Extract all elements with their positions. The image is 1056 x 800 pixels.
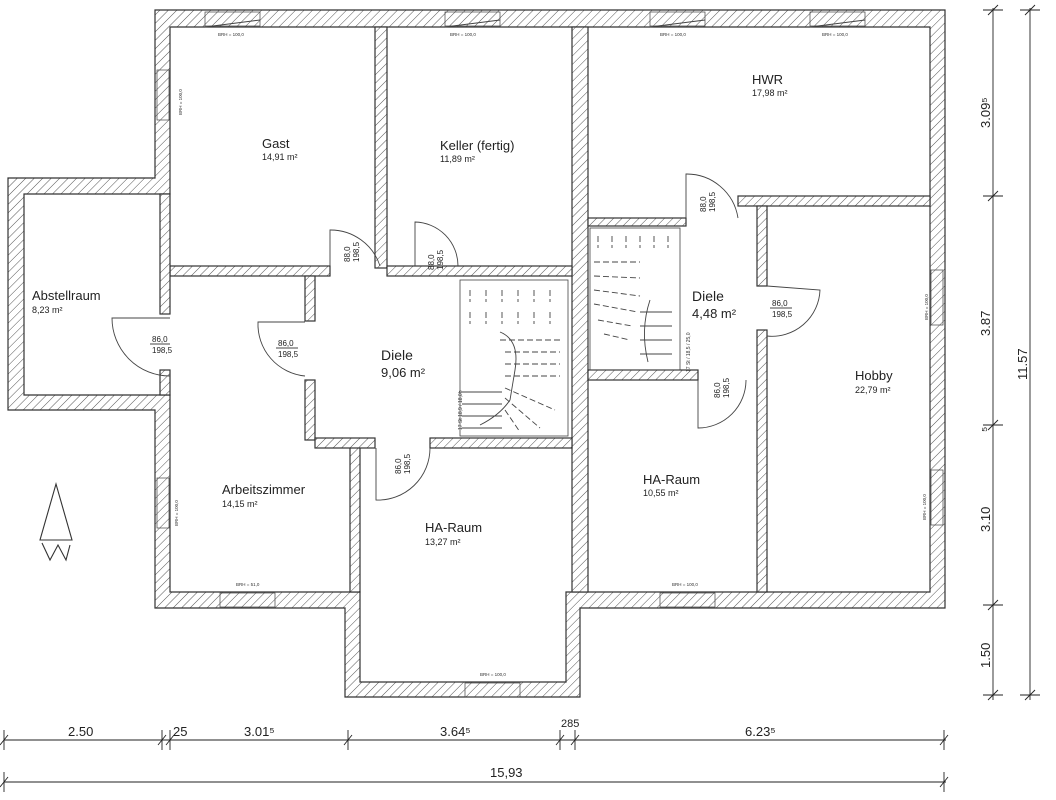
- svg-text:86,0: 86,0: [394, 458, 403, 474]
- room-area-hwr: 17,98 m²: [752, 88, 788, 98]
- window-label-hwr-top1: BRH = 100,0: [660, 32, 686, 37]
- room-name-diele-left: Diele: [381, 347, 413, 363]
- window-label-ha-right: BRH = 100,0: [672, 582, 698, 587]
- svg-text:86,0: 86,0: [713, 382, 722, 398]
- room-name-diele-right: Diele: [692, 288, 724, 304]
- svg-text:198,5: 198,5: [436, 249, 445, 270]
- svg-text:88,0: 88,0: [343, 246, 352, 262]
- dim-label-3-01: 3.01⁵: [244, 724, 275, 739]
- dim-label-2-50: 2.50: [68, 724, 93, 739]
- room-area-ha-raum-right: 10,55 m²: [643, 488, 679, 498]
- room-labels: Gast 14,91 m² Keller (fertig) 11,89 m² H…: [32, 72, 893, 547]
- room-name-gast: Gast: [262, 136, 290, 151]
- room-area-arbeitszimmer: 14,15 m²: [222, 499, 258, 509]
- dim-label-total-height: 11.57: [1015, 348, 1030, 380]
- door-label-diele-west: 86,0 198,5: [276, 339, 299, 359]
- room-name-hobby: Hobby: [855, 368, 893, 383]
- north-arrow-icon: [39, 481, 73, 562]
- room-area-ha-raum-left: 13,27 m²: [425, 537, 461, 547]
- dim-label-3-64: 3.64⁵: [440, 724, 471, 739]
- window-label-ha-left: BRH = 100,0: [480, 672, 506, 677]
- dimension-labels-right: 3.09⁵ 3.87 ⁵ 3.10 1.50 11.57: [978, 97, 1030, 668]
- door-label-gast: 88,0 198,5: [343, 241, 361, 262]
- window-label-arbeits-left: BRH = 100,0: [174, 500, 179, 526]
- window-label-hobby-right1: BRH = 100,0: [924, 294, 929, 320]
- svg-text:198,5: 198,5: [152, 346, 173, 355]
- svg-text:86,0: 86,0: [152, 335, 168, 344]
- dim-label-total-width: 15,93: [490, 765, 523, 780]
- dimension-labels-bottom: 2.50 25 3.01⁵ 3.64⁵ 285 6.23⁵ 15,93: [68, 718, 776, 780]
- door-label-abstell: 86,0 198,5: [150, 335, 173, 355]
- door-label-keller: 88,0 198,5: [427, 249, 445, 270]
- svg-text:198,5: 198,5: [352, 241, 361, 262]
- stairs-right-label: 17 St / 18,5 / 25,0: [686, 332, 692, 372]
- dim-label-6-23: 6.23⁵: [745, 724, 776, 739]
- room-name-keller: Keller (fertig): [440, 138, 514, 153]
- room-area-diele-right: 4,48 m²: [692, 306, 737, 321]
- dim-label-25: 25: [173, 724, 187, 739]
- window-label-keller-top: BRH = 100,0: [450, 32, 476, 37]
- dim-label-3-10: 3.10: [978, 507, 993, 532]
- windows: BRH = 100,0 BRH = 100,0 BRH = 100,0 BRH …: [156, 11, 944, 698]
- room-name-arbeitszimmer: Arbeitszimmer: [222, 482, 306, 497]
- dim-label-285: 285: [561, 718, 579, 730]
- svg-text:88,0: 88,0: [427, 254, 436, 270]
- dimension-lines-bottom: [0, 730, 949, 792]
- dim-label-3-87: 3.87: [978, 311, 993, 336]
- svg-text:198,5: 198,5: [722, 377, 731, 398]
- dim-label-1-50: 1.50: [978, 643, 993, 668]
- svg-text:198,5: 198,5: [403, 453, 412, 474]
- room-area-diele-left: 9,06 m²: [381, 365, 426, 380]
- room-area-hobby: 22,79 m²: [855, 385, 891, 395]
- interior-walls: [159, 26, 931, 593]
- room-name-ha-raum-right: HA-Raum: [643, 472, 700, 487]
- svg-text:86,0: 86,0: [772, 299, 788, 308]
- door-label-arbeits: 86,0 198,5: [394, 453, 412, 474]
- room-area-abstellraum: 8,23 m²: [32, 305, 63, 315]
- door-labels: 86,0 198,5 86,0 198,5 88,0 198,5 88,0 19…: [150, 191, 793, 474]
- svg-text:88,0: 88,0: [699, 196, 708, 212]
- svg-text:198,5: 198,5: [772, 310, 793, 319]
- room-name-hwr: HWR: [752, 72, 783, 87]
- window-label-arbeits-bottom: BRH = 51,0: [236, 582, 260, 587]
- room-area-keller: 11,89 m²: [440, 154, 475, 164]
- stairs-right: 17 St / 18,5 / 25,0: [589, 227, 692, 372]
- svg-text:198,5: 198,5: [278, 350, 299, 359]
- door-label-ha-right: 86,0 198,5: [713, 377, 731, 398]
- window-label-gast-left: BRH = 100,0: [178, 89, 183, 115]
- dimension-lines-right: [983, 4, 1040, 701]
- dim-label-3-09: 3.09⁵: [978, 97, 993, 128]
- exterior-walls: [7, 9, 946, 698]
- dim-label-sup5: ⁵: [978, 427, 993, 432]
- door-label-hwr: 88,0 198,5: [699, 191, 717, 212]
- room-area-gast: 14,91 m²: [262, 152, 298, 162]
- door-label-hobby: 86,0 198,5: [770, 299, 793, 319]
- svg-text:198,5: 198,5: [708, 191, 717, 212]
- room-name-ha-raum-left: HA-Raum: [425, 520, 482, 535]
- window-label-hobby-right2: BRH = 100,0: [922, 494, 927, 520]
- stairs-left: 17 St 18,9 / 18,0b: [458, 279, 569, 437]
- room-name-abstellraum: Abstellraum: [32, 288, 101, 303]
- window-label-gast-top: BRH = 100,0: [218, 32, 244, 37]
- door-swings: [111, 173, 821, 501]
- stairs-left-label: 17 St 18,9 / 18,0b: [458, 390, 464, 430]
- window-label-hwr-top2: BRH = 100,0: [822, 32, 848, 37]
- svg-text:86,0: 86,0: [278, 339, 294, 348]
